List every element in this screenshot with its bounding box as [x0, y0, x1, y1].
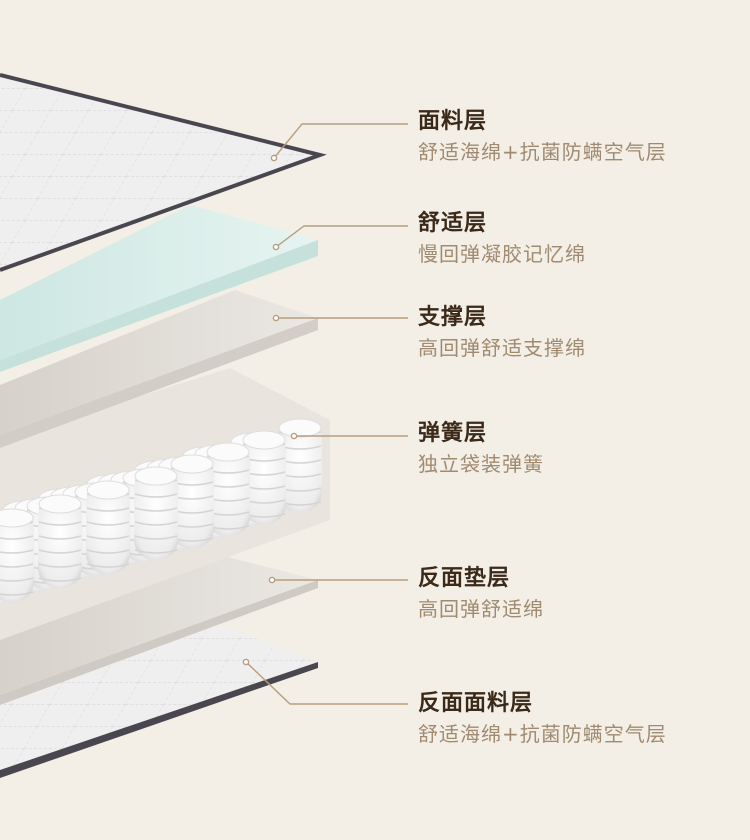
leader-dot-support — [272, 314, 280, 322]
leader-dot-bottom-pad — [268, 576, 276, 584]
layer-desc: 慢回弹凝胶记忆绵 — [418, 242, 586, 266]
label-bottom-fabric-layer: 反面面料层 舒适海绵+抗菌防螨空气层 — [418, 690, 667, 748]
layer-title: 支撑层 — [418, 305, 488, 330]
leader-dot-bottom-fabric — [242, 658, 250, 666]
leader-lines — [242, 123, 408, 705]
layer-title: 弹簧层 — [418, 421, 488, 446]
spring-coil — [0, 508, 34, 602]
label-spring-layer: 弹簧层 独立袋装弹簧 — [418, 420, 544, 478]
label-bottom-pad-layer: 反面垫层 高回弹舒适绵 — [418, 565, 544, 623]
leader-dot-comfort — [272, 243, 280, 251]
label-fabric-layer: 面料层 舒适海绵+抗菌防螨空气层 — [418, 108, 667, 166]
leader-line-comfort — [275, 225, 408, 248]
support-layer — [0, 290, 318, 448]
layer-title: 反面垫层 — [418, 566, 511, 591]
layer-title: 反面面料层 — [418, 691, 534, 716]
layer-title: 舒适层 — [418, 211, 488, 236]
layer-desc: 独立袋装弹簧 — [418, 452, 544, 476]
spring-coil — [134, 466, 178, 560]
layer-desc: 高回弹舒适支撑绵 — [418, 336, 586, 360]
layer-desc: 高回弹舒适绵 — [418, 597, 544, 621]
leader-dot-spring — [290, 432, 298, 440]
leader-line-bottom-fabric — [245, 661, 408, 705]
spring-layer — [0, 368, 330, 640]
label-comfort-layer: 舒适层 慢回弹凝胶记忆绵 — [418, 210, 586, 268]
layer-desc: 舒适海绵+抗菌防螨空气层 — [418, 140, 667, 164]
label-support-layer: 支撑层 高回弹舒适支撑绵 — [418, 304, 586, 362]
layer-desc: 舒适海绵+抗菌防螨空气层 — [418, 722, 667, 746]
leader-line-fabric — [273, 123, 408, 159]
spring-coil — [86, 480, 130, 574]
layer-title: 面料层 — [418, 109, 488, 134]
leader-dot-fabric — [270, 154, 278, 162]
spring-coil — [278, 418, 322, 512]
top-fabric-layer — [0, 73, 327, 272]
spring-coil — [242, 430, 286, 524]
comfort-layer — [0, 205, 318, 372]
spring-coil — [38, 494, 82, 588]
